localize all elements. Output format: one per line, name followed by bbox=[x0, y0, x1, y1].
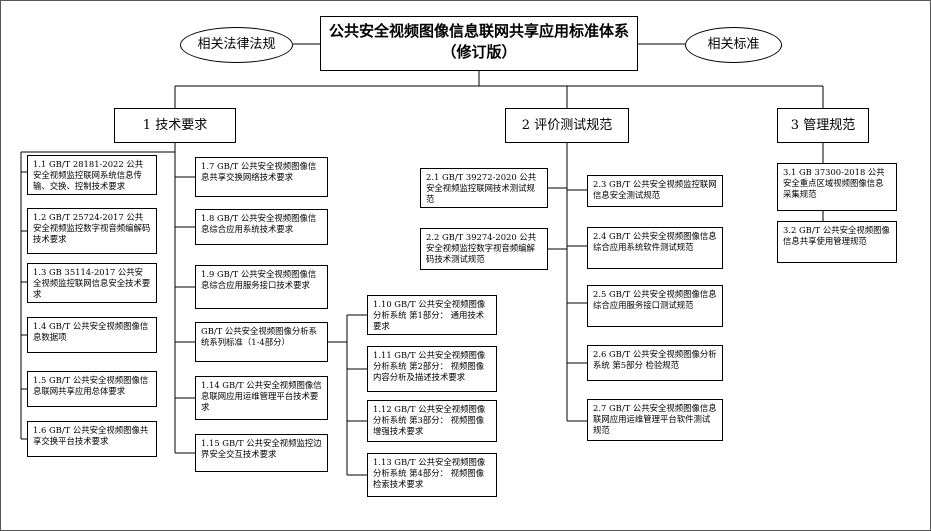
standard-1-9: 1.9 GB/T 公共安全视频图像信息综合应用服务接口技术要求 bbox=[195, 265, 328, 309]
standard-1-2: 1.2 GB/T 25724-2017 公共安全视频监控数字视音频编解码技术要求 bbox=[27, 208, 157, 254]
standard-2-4: 2.4 GB/T 公共安全视频图像信息综合应用系统软件测试规范 bbox=[587, 227, 723, 269]
standard-1-10: 1.10 GB/T 公共安全视频图像分析系统 第1部分： 通用技术要求 bbox=[367, 295, 497, 335]
related-laws-oval: 相关法律法规 bbox=[180, 27, 293, 63]
diagram-title: 公共安全视频图像信息联网共享应用标准体系 bbox=[328, 22, 629, 40]
category-evaluation-testing: 2 评价测试规范 bbox=[505, 108, 629, 143]
standard-1-12: 1.12 GB/T 公共安全视频图像分析系统 第3部分： 视频图像增强技术要求 bbox=[367, 400, 497, 442]
standard-2-7: 2.7 GB/T 公共安全视频图像信息联网应用运维管理平台软件测试规范 bbox=[587, 399, 723, 441]
standard-2-1: 2.1 GB/T 39272-2020 公共安全视频监控联网技术测试规范 bbox=[420, 168, 548, 208]
standard-1-8: 1.8 GB/T 公共安全视频图像信息综合应用系统技术要求 bbox=[195, 209, 328, 245]
standard-2-2: 2.2 GB/T 39274-2020 公共安全视频监控数字视音频编解码技术测试… bbox=[420, 228, 548, 270]
standard-3-1: 3.1 GB 37300-2018 公共安全重点区域视频图像信息采集规范 bbox=[777, 163, 897, 211]
standard-1-1: 1.1 GB/T 28181-2022 公共安全视频监控联网系统信息传输、交换、… bbox=[27, 155, 157, 195]
standard-2-6: 2.6 GB/T 公共安全视频图像分析系统 第5部分 检验规范 bbox=[587, 345, 723, 381]
category-technical-requirements: 1 技术要求 bbox=[114, 108, 236, 143]
standard-1-6: 1.6 GB/T 公共安全视频图像共享交换平台技术要求 bbox=[27, 421, 157, 457]
standard-1-4: 1.4 GB/T 公共安全视频图像信息数据项 bbox=[27, 317, 157, 353]
standard-2-5: 2.5 GB/T 公共安全视频图像信息综合应用服务接口测试规范 bbox=[587, 285, 723, 327]
diagram-subtitle: （修订版） bbox=[441, 43, 517, 61]
standard-1-14: 1.14 GB/T 公共安全视频图像信息联网应用运维管理平台技术要求 bbox=[195, 376, 328, 420]
standard-3-2: 3.2 GB/T 公共安全视频图像信息共享使用管理规范 bbox=[777, 221, 897, 263]
standard-1-11: 1.11 GB/T 公共安全视频图像分析系统 第2部分： 视频图像内容分析及描述… bbox=[367, 346, 497, 392]
standard-1-15: 1.15 GB/T 公共安全视频监控边界安全交互技术要求 bbox=[195, 434, 328, 472]
analysis-series-standard: GB/T 公共安全视频图像分析系统系列标准（1-4部分） bbox=[195, 322, 328, 362]
standard-1-7: 1.7 GB/T 公共安全视频图像信息共享交换网络技术要求 bbox=[195, 157, 328, 197]
standard-1-3: 1.3 GB 35114-2017 公共安全视频监控联网信息安全技术要求 bbox=[27, 263, 157, 303]
related-standards-oval: 相关标准 bbox=[685, 27, 782, 63]
standard-2-3: 2.3 GB/T 公共安全视频监控联网信息安全测试规范 bbox=[587, 175, 723, 207]
diagram-title-box: 公共安全视频图像信息联网共享应用标准体系 （修订版） bbox=[320, 16, 638, 71]
category-management: 3 管理规范 bbox=[777, 108, 869, 143]
standard-1-13: 1.13 GB/T 公共安全视频图像分析系统 第4部分： 视频图像检索技术要求 bbox=[367, 453, 497, 497]
standard-1-5: 1.5 GB/T 公共安全视频图像信息联网共享应用总体要求 bbox=[27, 371, 157, 407]
